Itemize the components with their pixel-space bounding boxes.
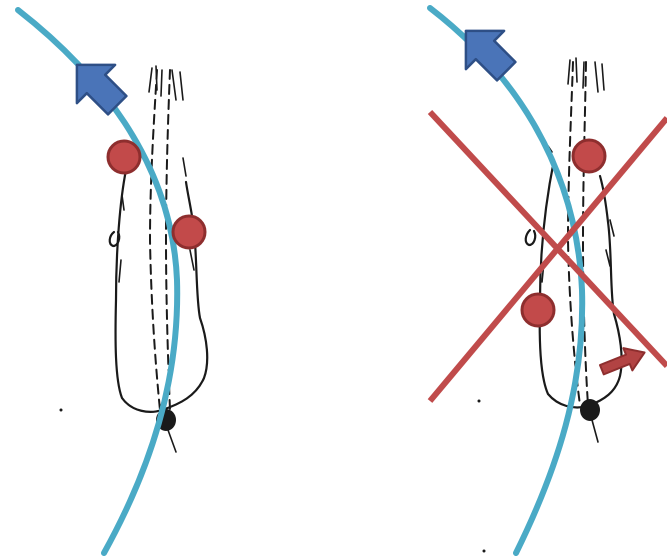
neck-sketch-left [148,65,184,101]
direction-arrow-icon-right [464,29,517,82]
hip-outline-right [524,228,537,247]
tail-line-left [167,429,177,453]
neck-sketch-right [567,57,605,93]
force-arrow-icon [599,347,646,376]
contact-point-right-upper [571,138,607,174]
spine-dashed-line-right [567,61,581,406]
spine-dashed-line-right-2 [582,61,589,406]
cross-mark-icon [427,109,667,403]
cross-mark-stroke-2 [427,116,667,403]
flank-ticks-left [118,157,195,283]
animal-sketch-left [59,65,209,453]
speck-left [59,408,63,412]
spine-dashed-line-left-2 [165,69,171,411]
speck-right-1 [477,399,481,403]
panel-right [427,5,667,556]
contact-point-left-lower [171,214,207,250]
panel-left [15,7,209,556]
contact-point-right-lower [520,292,556,328]
spine-dashed-line-left [149,69,161,411]
cross-mark-stroke-1 [427,109,667,369]
curved-path-line-right [427,5,586,556]
contact-point-left-upper [106,139,142,175]
tail-line-right [591,419,599,443]
speck-right-2 [482,549,486,553]
tail-tuft-right [580,399,600,421]
direction-arrow-icon-left [75,63,128,116]
hip-outline-left [108,230,121,248]
